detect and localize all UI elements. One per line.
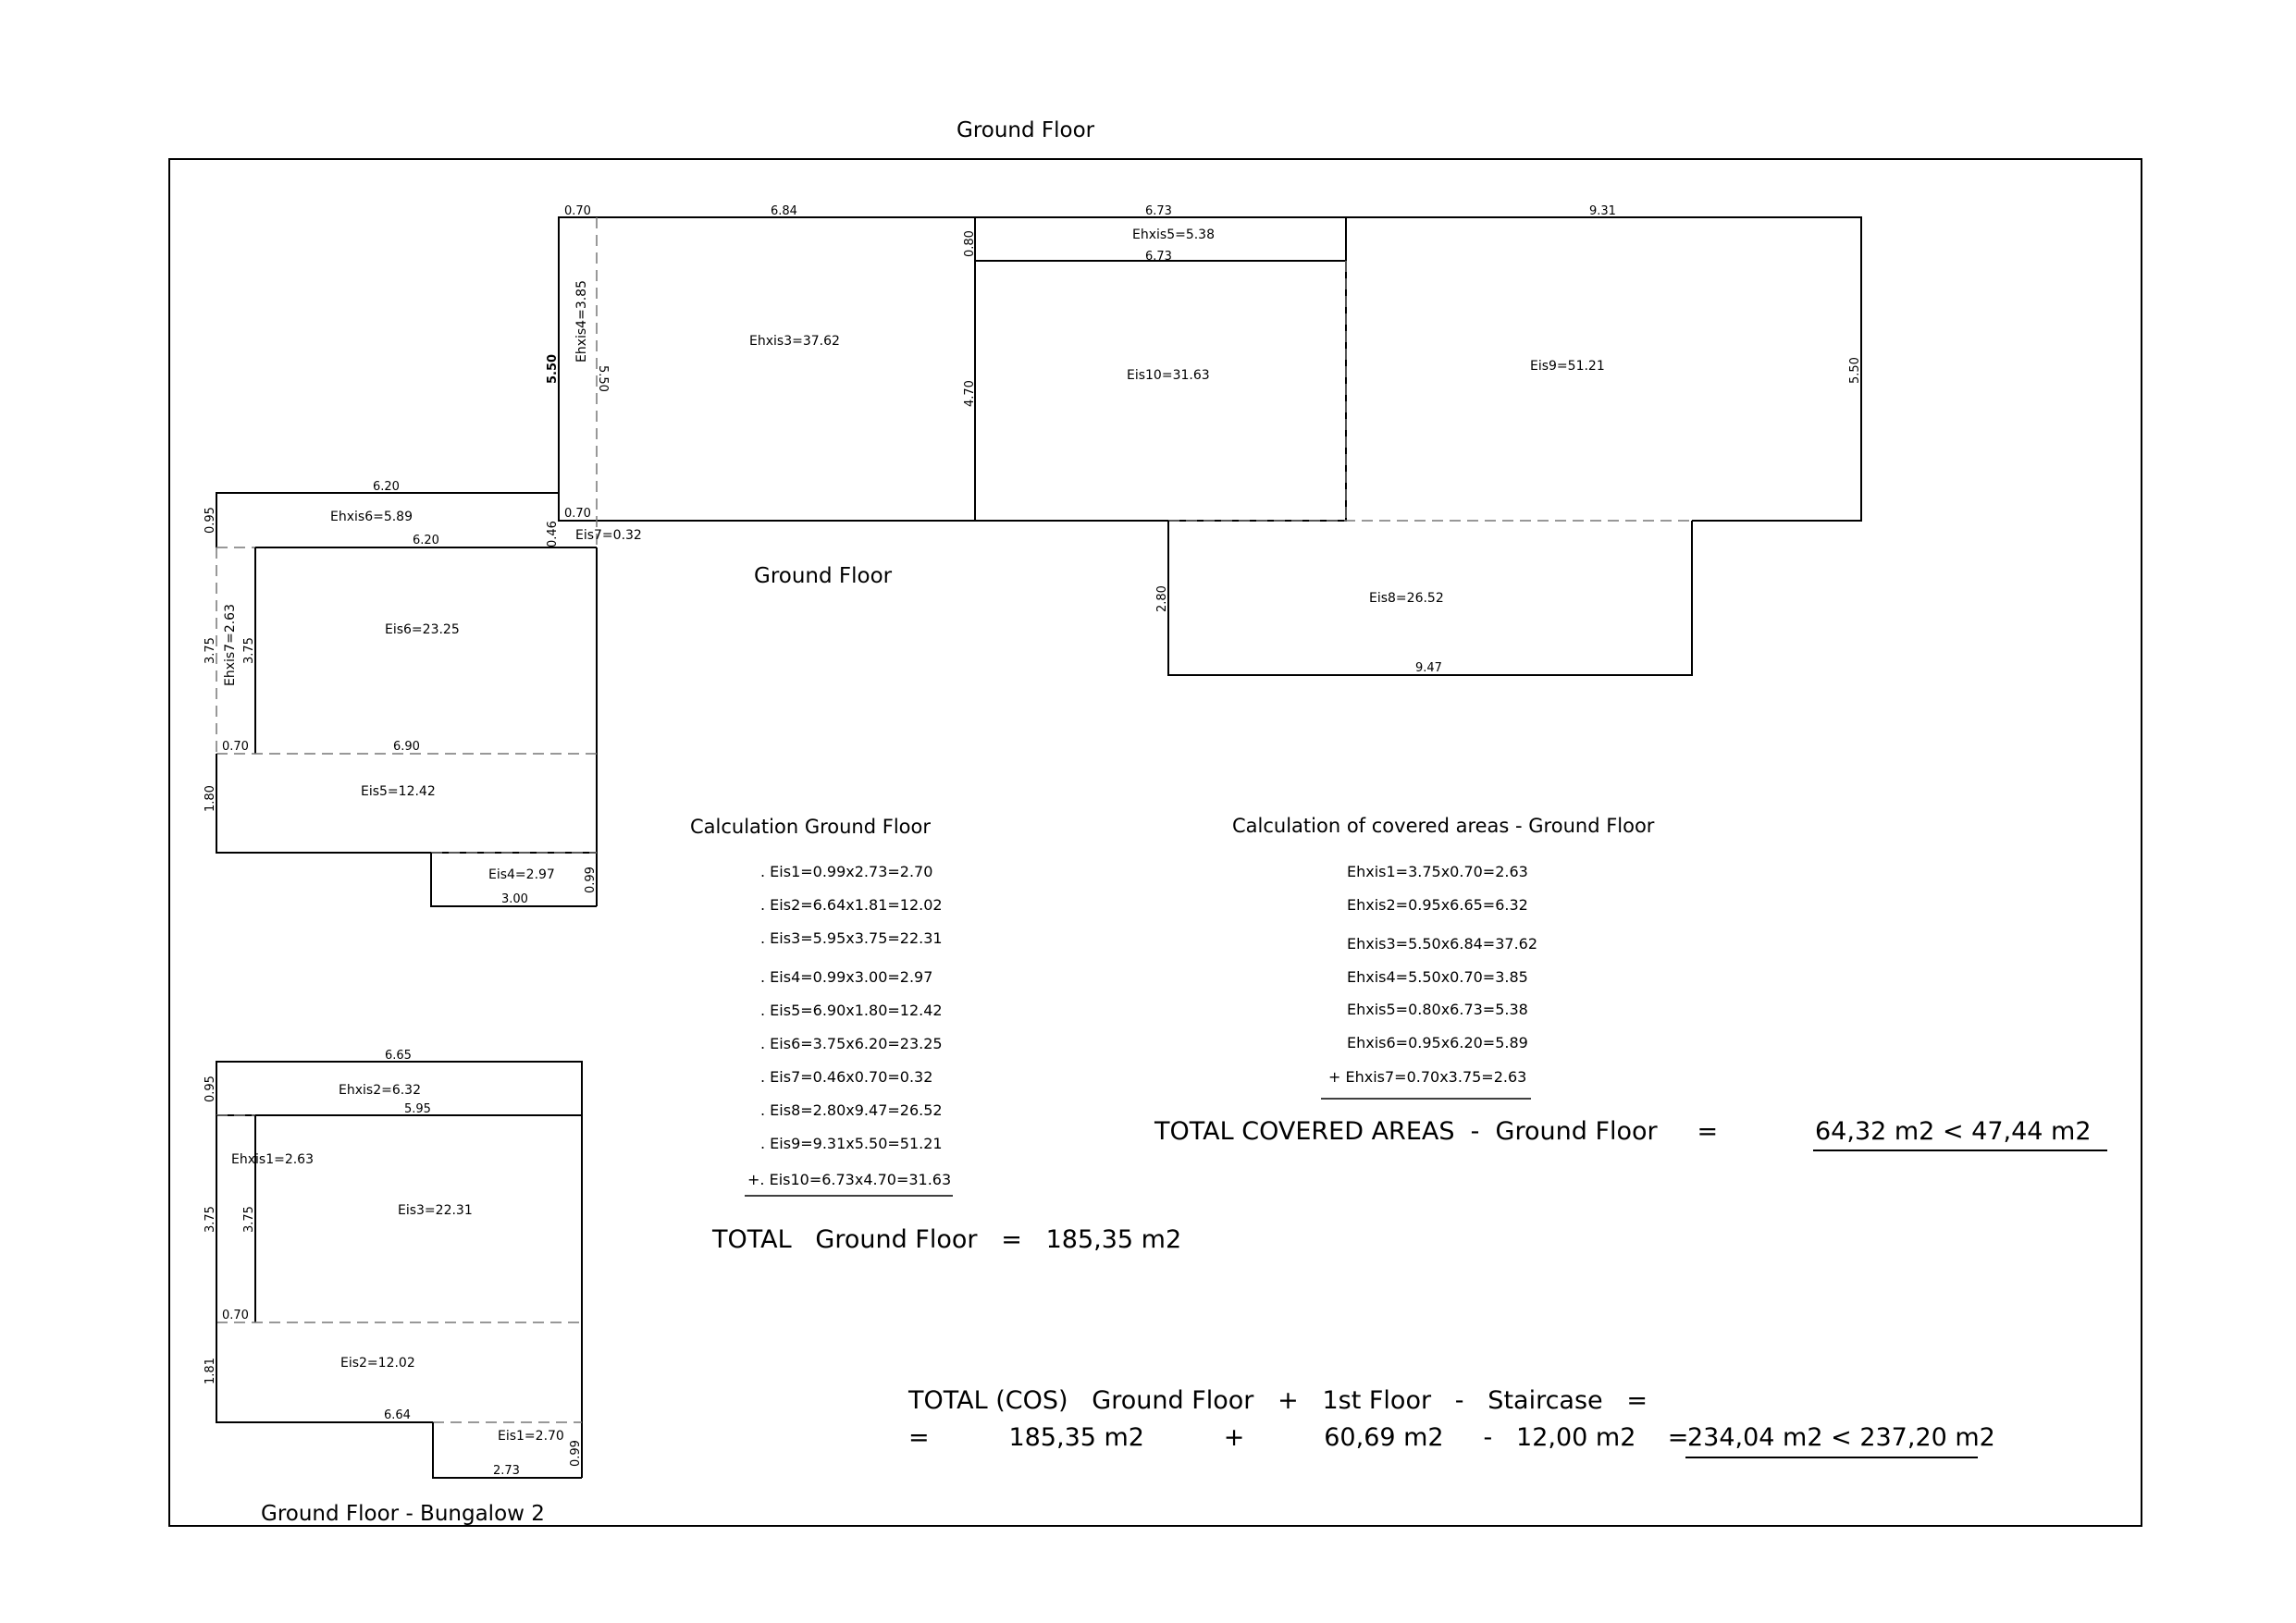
dim: 0.99 (569, 1440, 583, 1467)
calc-covered-line: Ehxis3=5.50x6.84=37.62 (1347, 935, 1537, 953)
dim: 0.70 (222, 740, 249, 754)
calc-ground-line: . Eis8=2.80x9.47=26.52 (760, 1101, 943, 1119)
calc-ground-heading: Calculation Ground Floor (690, 816, 931, 838)
sheet-frame (168, 158, 2142, 1527)
dim: 6.65 (385, 1049, 412, 1063)
dim: 0.95 (204, 507, 217, 534)
calc-ground-line: . Eis3=5.95x3.75=22.31 (760, 929, 943, 947)
calc-ground-line: . Eis2=6.64x1.81=12.02 (760, 896, 943, 914)
dim: 5.95 (404, 1102, 431, 1116)
bungalow-label: Ground Floor - Bungalow 2 (261, 1502, 545, 1526)
calc-covered-line: Ehxis1=3.75x0.70=2.63 (1347, 863, 1528, 880)
room-b-ehxis2 (216, 1061, 583, 1116)
cos-line-2-value: 234,04 m2 < 237,20 m2 (1687, 1423, 1995, 1452)
cos-line-2: = 185,35 m2 + 60,69 m2 - 12,00 m2 = (908, 1423, 1688, 1452)
plan-label: Ground Floor (754, 564, 893, 588)
area-label: Eis9=51.21 (1530, 359, 1605, 374)
dim: 5.50 (1848, 357, 1862, 384)
calc-covered-line: Ehxis6=0.95x6.20=5.89 (1347, 1034, 1528, 1051)
dim: 6.64 (384, 1408, 411, 1422)
dim: 5.50 (546, 354, 560, 384)
area-label: Eis7=0.32 (575, 528, 642, 543)
calc-covered-line: Ehxis5=0.80x6.73=5.38 (1347, 1001, 1528, 1018)
dim: 0.70 (564, 507, 591, 521)
dim: 3.75 (242, 637, 256, 664)
calc-ground-line: . Eis5=6.90x1.80=12.42 (760, 1002, 943, 1019)
dim: 2.73 (493, 1464, 520, 1478)
calc-ground-line: . Eis9=9.31x5.50=51.21 (760, 1135, 943, 1152)
calc-ground-line: . Eis4=0.99x3.00=2.97 (760, 968, 932, 986)
area-label: Eis6=23.25 (385, 622, 460, 637)
dim: 1.81 (204, 1358, 217, 1384)
area-label: Ehxis7=2.63 (223, 604, 238, 686)
area-label: Eis1=2.70 (498, 1429, 564, 1444)
room-eis5 (216, 754, 597, 854)
dim: 3.75 (204, 637, 217, 664)
dim: 5.50 (596, 365, 610, 392)
room-b-eis1 (432, 1422, 582, 1479)
cos-line-1: TOTAL (COS) Ground Floor + 1st Floor - S… (907, 1386, 1648, 1415)
area-label: Ehxis3=37.62 (749, 334, 840, 349)
calc-ground-line: . Eis6=3.75x6.20=23.25 (760, 1035, 943, 1052)
calc-covered-heading: Calculation of covered areas - Ground Fl… (1232, 815, 1655, 837)
dim: 6.73 (1145, 204, 1172, 218)
area-label: Ehxis4=3.85 (574, 280, 589, 363)
room-eis8 (1167, 521, 1693, 676)
area-label: Eis5=12.42 (361, 784, 436, 799)
area-label: Eis10=31.63 (1127, 368, 1210, 383)
area-label: Eis8=26.52 (1369, 591, 1444, 606)
dim: 4.70 (963, 380, 977, 407)
calc-ground-line: . Eis7=0.46x0.70=0.32 (760, 1068, 932, 1086)
room-eis9 (1346, 216, 1862, 522)
dim: 0.95 (204, 1076, 217, 1102)
dim: 9.31 (1589, 204, 1616, 218)
room-eis10 (974, 260, 1347, 522)
area-label: Ehxis5=5.38 (1132, 227, 1215, 242)
dim: 3.75 (242, 1206, 256, 1233)
area-label: Ehxis2=6.32 (339, 1083, 421, 1098)
room-eis4 (430, 853, 597, 907)
dim: 6.73 (1145, 250, 1172, 264)
dim: 6.90 (393, 740, 420, 754)
dim: 2.80 (1155, 585, 1169, 612)
calc-covered-line: Ehxis2=0.95x6.65=6.32 (1347, 896, 1528, 914)
dim: 3.00 (501, 892, 528, 906)
covered-total-label: TOTAL COVERED AREAS - Ground Floor = (1154, 1117, 1718, 1146)
room-ehxis3 (558, 216, 976, 522)
covered-total-value: 64,32 m2 < 47,44 m2 (1815, 1117, 2092, 1146)
dim: 1.80 (204, 785, 217, 812)
calc-covered-line: + Ehxis7=0.70x3.75=2.63 (1328, 1068, 1526, 1086)
dim: 3.75 (204, 1206, 217, 1233)
calc-ground-line: +. Eis10=6.73x4.70=31.63 (747, 1171, 951, 1188)
dim: 0.80 (963, 230, 977, 257)
dim: 6.20 (373, 480, 400, 494)
room-b-eis2 (216, 1115, 433, 1423)
room-ehxis6 (216, 492, 560, 547)
dim: 0.70 (222, 1309, 249, 1322)
calc-ground-line: . Eis1=0.99x2.73=2.70 (760, 863, 932, 880)
dim: 6.84 (771, 204, 797, 218)
dim: 6.20 (413, 534, 439, 547)
dim: 0.99 (584, 867, 598, 893)
area-label: Eis4=2.97 (488, 867, 555, 882)
calc-covered-line: Ehxis4=5.50x0.70=3.85 (1347, 968, 1528, 986)
area-label: Ehxis1=2.63 (231, 1152, 314, 1167)
dim: 0.70 (564, 204, 591, 218)
dim: 9.47 (1415, 661, 1442, 675)
area-label: Ehxis6=5.89 (330, 510, 413, 524)
area-label: Eis2=12.02 (340, 1356, 415, 1371)
drawing-title: Ground Floor (957, 118, 1095, 142)
dim: 0.46 (546, 521, 560, 547)
area-label: Eis3=22.31 (398, 1203, 473, 1218)
calc-ground-total: TOTAL Ground Floor = 185,35 m2 (711, 1225, 1181, 1254)
